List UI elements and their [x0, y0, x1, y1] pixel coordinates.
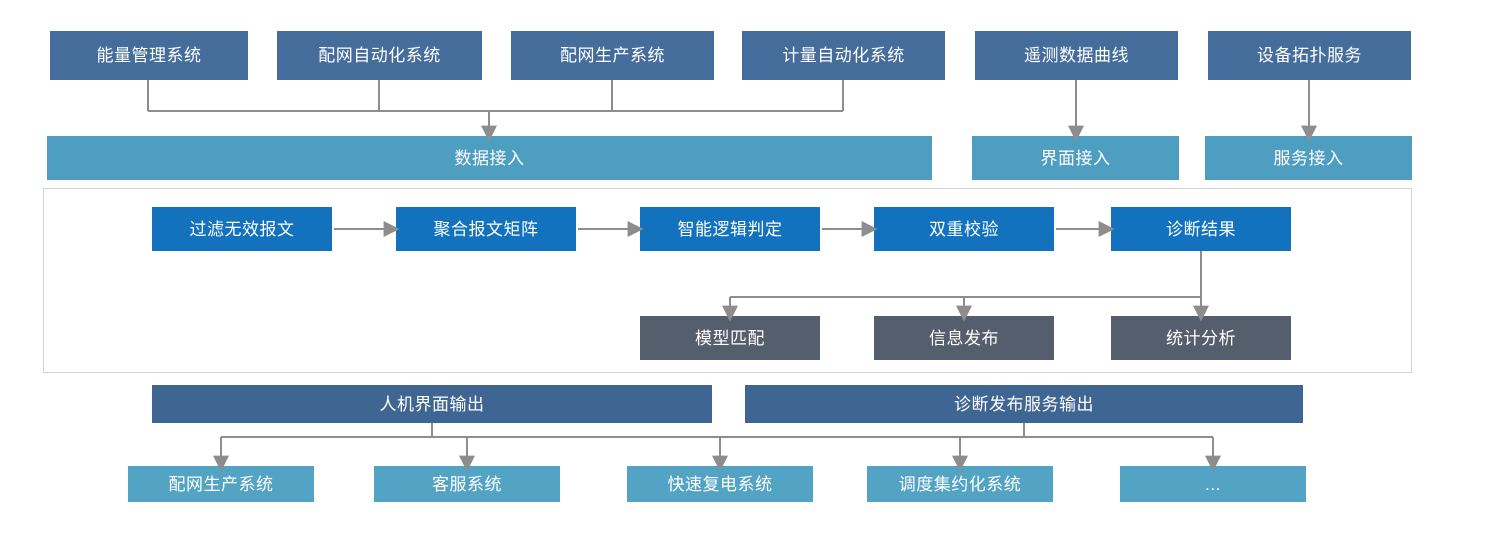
consumer-box-more[interactable]: ...: [1120, 466, 1306, 502]
source-box-metering-automation[interactable]: 计量自动化系统: [742, 31, 945, 80]
source-box-device-topology-service[interactable]: 设备拓扑服务: [1208, 31, 1411, 80]
consumer-box-dispatch-intensification[interactable]: 调度集约化系统: [867, 466, 1053, 502]
output-bar-hmi[interactable]: 人机界面输出: [152, 385, 712, 423]
result-box-model-matching[interactable]: 模型匹配: [640, 316, 820, 360]
process-box-filter-invalid-messages[interactable]: 过滤无效报文: [152, 207, 332, 251]
wire-sources-to-data-access: [147, 80, 844, 142]
source-box-distribution-automation[interactable]: 配网自动化系统: [277, 31, 482, 80]
access-bar-service[interactable]: 服务接入: [1205, 136, 1412, 180]
wire-hmi-to-consumers: [213, 423, 728, 472]
access-bar-data[interactable]: 数据接入: [47, 136, 932, 180]
source-box-energy-management[interactable]: 能量管理系统: [50, 31, 248, 80]
consumer-box-distribution-production[interactable]: 配网生产系统: [128, 466, 314, 502]
wire-publishing-to-consumers: [720, 423, 1221, 472]
source-box-telemetry-curve[interactable]: 遥测数据曲线: [975, 31, 1178, 80]
process-box-dual-verification[interactable]: 双重校验: [874, 207, 1054, 251]
output-bar-diagnosis-publishing-service[interactable]: 诊断发布服务输出: [745, 385, 1303, 423]
process-box-aggregate-message-matrix[interactable]: 聚合报文矩阵: [396, 207, 576, 251]
consumer-box-fast-power-restoration[interactable]: 快速复电系统: [627, 466, 813, 502]
process-box-intelligent-logic-decision[interactable]: 智能逻辑判定: [640, 207, 820, 251]
consumer-box-customer-service[interactable]: 客服系统: [374, 466, 560, 502]
process-box-diagnosis-result[interactable]: 诊断结果: [1111, 207, 1291, 251]
result-box-information-publishing[interactable]: 信息发布: [874, 316, 1054, 360]
source-box-distribution-production[interactable]: 配网生产系统: [511, 31, 714, 80]
access-bar-interface[interactable]: 界面接入: [972, 136, 1179, 180]
result-box-statistical-analysis[interactable]: 统计分析: [1111, 316, 1291, 360]
